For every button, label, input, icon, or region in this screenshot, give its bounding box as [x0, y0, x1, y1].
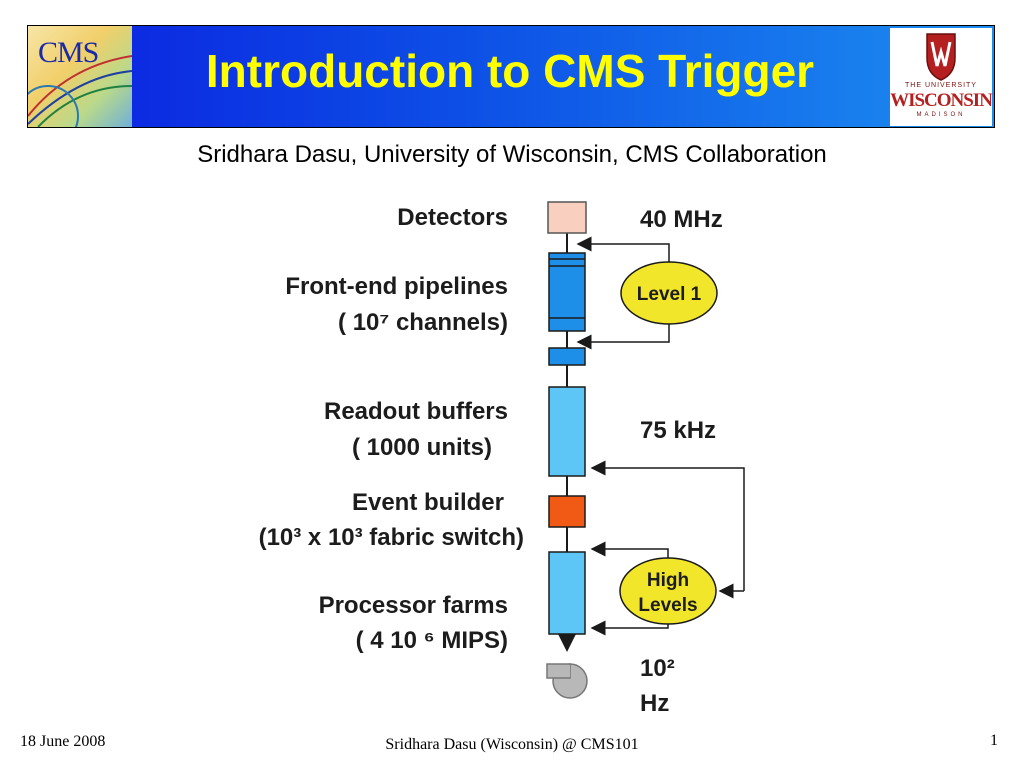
storage-icon — [546, 663, 588, 699]
title-banner — [27, 25, 995, 128]
footer-presenter: Sridhara Dasu (Wisconsin) @ CMS101 — [385, 736, 639, 753]
label-detectors: Detectors — [397, 204, 508, 231]
processor-farms-box — [548, 551, 586, 635]
wisconsin-logo-line1: THE UNIVERSITY — [905, 82, 977, 89]
label-event-builder: Event builder — [351, 489, 504, 516]
label-readout-units: ( 1000 units) — [351, 434, 492, 461]
level1-label: Level 1 — [637, 284, 702, 305]
page-number: 1 — [990, 732, 998, 749]
rate-75khz: 75 kHz — [640, 417, 717, 444]
label-front-end-pipelines: Front-end pipelines — [285, 273, 508, 300]
rate-output: 10² — [640, 655, 675, 682]
label-front-end-channels: ( 10⁷ channels) — [338, 309, 508, 336]
output-arrow-icon — [558, 634, 576, 652]
event-builder-box — [548, 495, 586, 528]
wisconsin-logo-line2: WISCONSIN — [890, 90, 993, 111]
wisconsin-logo: THE UNIVERSITY WISCONSIN MADISON — [890, 28, 993, 126]
front-end-pipelines-box — [548, 252, 586, 332]
label-fabric-switch: (10³ x 10³ fabric switch) — [258, 524, 524, 551]
label-readout-buffers: Readout buffers — [323, 398, 508, 425]
level1-accept-block — [548, 347, 586, 366]
crest-icon — [926, 33, 956, 81]
rate-40mhz: 40 MHz — [640, 206, 723, 233]
readout-buffers-box — [548, 386, 586, 477]
cms-logo-text: CMS — [38, 36, 99, 69]
high-levels-label-2: Levels — [638, 595, 697, 616]
wisconsin-logo-line3: MADISON — [916, 112, 966, 118]
cms-logo: CMS — [28, 26, 132, 127]
label-processor-farms: Processor farms — [318, 592, 508, 619]
label-mips: ( 4 10 ⁶ MIPS) — [355, 627, 508, 654]
rate-output-unit: Hz — [640, 690, 670, 717]
high-levels-label-1: High — [647, 570, 689, 591]
cms-logo-graphic — [28, 55, 132, 127]
page-title: Introduction to CMS Trigger — [205, 45, 815, 97]
detectors-box — [547, 201, 587, 234]
subtitle: Sridhara Dasu, University of Wisconsin, … — [197, 141, 827, 168]
footer-date: 18 June 2008 — [20, 733, 106, 750]
